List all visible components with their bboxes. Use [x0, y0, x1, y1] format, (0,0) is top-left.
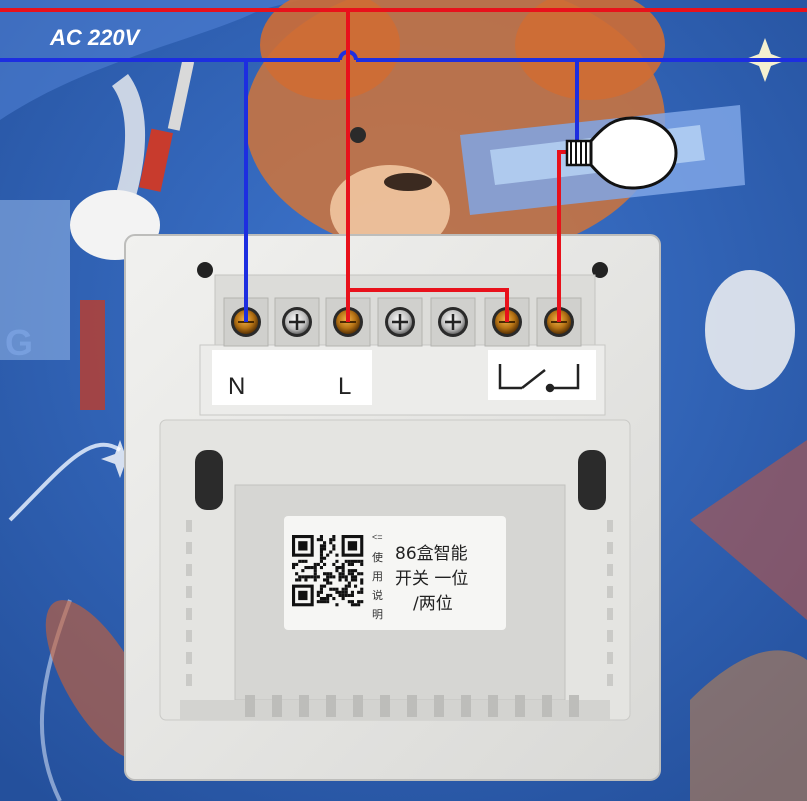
- vent-slot: [272, 695, 282, 717]
- supply-voltage-label: AC 220V: [49, 25, 142, 50]
- manual-char-1: 使: [372, 551, 383, 564]
- vent-slot: [434, 695, 444, 717]
- vent-slot: [607, 630, 613, 642]
- vent-slot: [607, 608, 613, 620]
- vent-slot: [488, 695, 498, 717]
- vent-slot: [299, 695, 309, 717]
- screw-terminal-icon: [430, 297, 476, 347]
- manual-pointer: <=: [372, 532, 383, 542]
- product-label-card: <= 使 用 说 明 86盒智能 开关 一位 /两位: [284, 516, 506, 630]
- vent-slot: [186, 630, 192, 642]
- vent-slot: [607, 542, 613, 554]
- vent-slot: [607, 652, 613, 664]
- vent-slot: [542, 695, 552, 717]
- manual-char-3: 说: [372, 588, 383, 602]
- vent-slot: [569, 695, 579, 717]
- vent-slot: [186, 564, 192, 576]
- vent-slot: [607, 564, 613, 576]
- vent-slot: [186, 520, 192, 532]
- light-bulb-icon: [565, 116, 678, 190]
- vent-slot: [380, 695, 390, 717]
- wiring: [0, 8, 807, 322]
- terminal-block: [223, 297, 582, 347]
- vent-slot: [186, 586, 192, 598]
- product-text-line-1: 86盒智能: [395, 544, 468, 564]
- vent-slot: [607, 520, 613, 532]
- manual-char-4: 明: [372, 608, 383, 621]
- manual-char-2: 用: [372, 570, 383, 583]
- vent-slot: [461, 695, 471, 717]
- live-to-common-jumper: [348, 288, 509, 322]
- vent-slot: [186, 674, 192, 686]
- vent-slot: [326, 695, 336, 717]
- vent-slot: [186, 652, 192, 664]
- vent-slot: [186, 542, 192, 554]
- qr-code-icon: [292, 535, 364, 607]
- product-text-line-3: /两位: [413, 594, 453, 614]
- screw-terminal-icon: [377, 297, 423, 347]
- vent-slot: [353, 695, 363, 717]
- vent-slot: [607, 586, 613, 598]
- svg-text:G: G: [5, 322, 33, 363]
- vent-slot: [186, 608, 192, 620]
- live-terminal-label: L: [338, 373, 351, 400]
- product-text-line-2: 开关 一位: [395, 569, 468, 589]
- neutral-terminal-label: N: [228, 373, 245, 400]
- vent-slot: [515, 695, 525, 717]
- screw-terminal-icon: [274, 297, 320, 347]
- vent-slot: [607, 674, 613, 686]
- switch-symbol-icon: [498, 364, 580, 393]
- vent-slots: [186, 520, 613, 717]
- vent-slot: [245, 695, 255, 717]
- vent-slot: [407, 695, 417, 717]
- terminal-label-strip: N L: [212, 350, 596, 405]
